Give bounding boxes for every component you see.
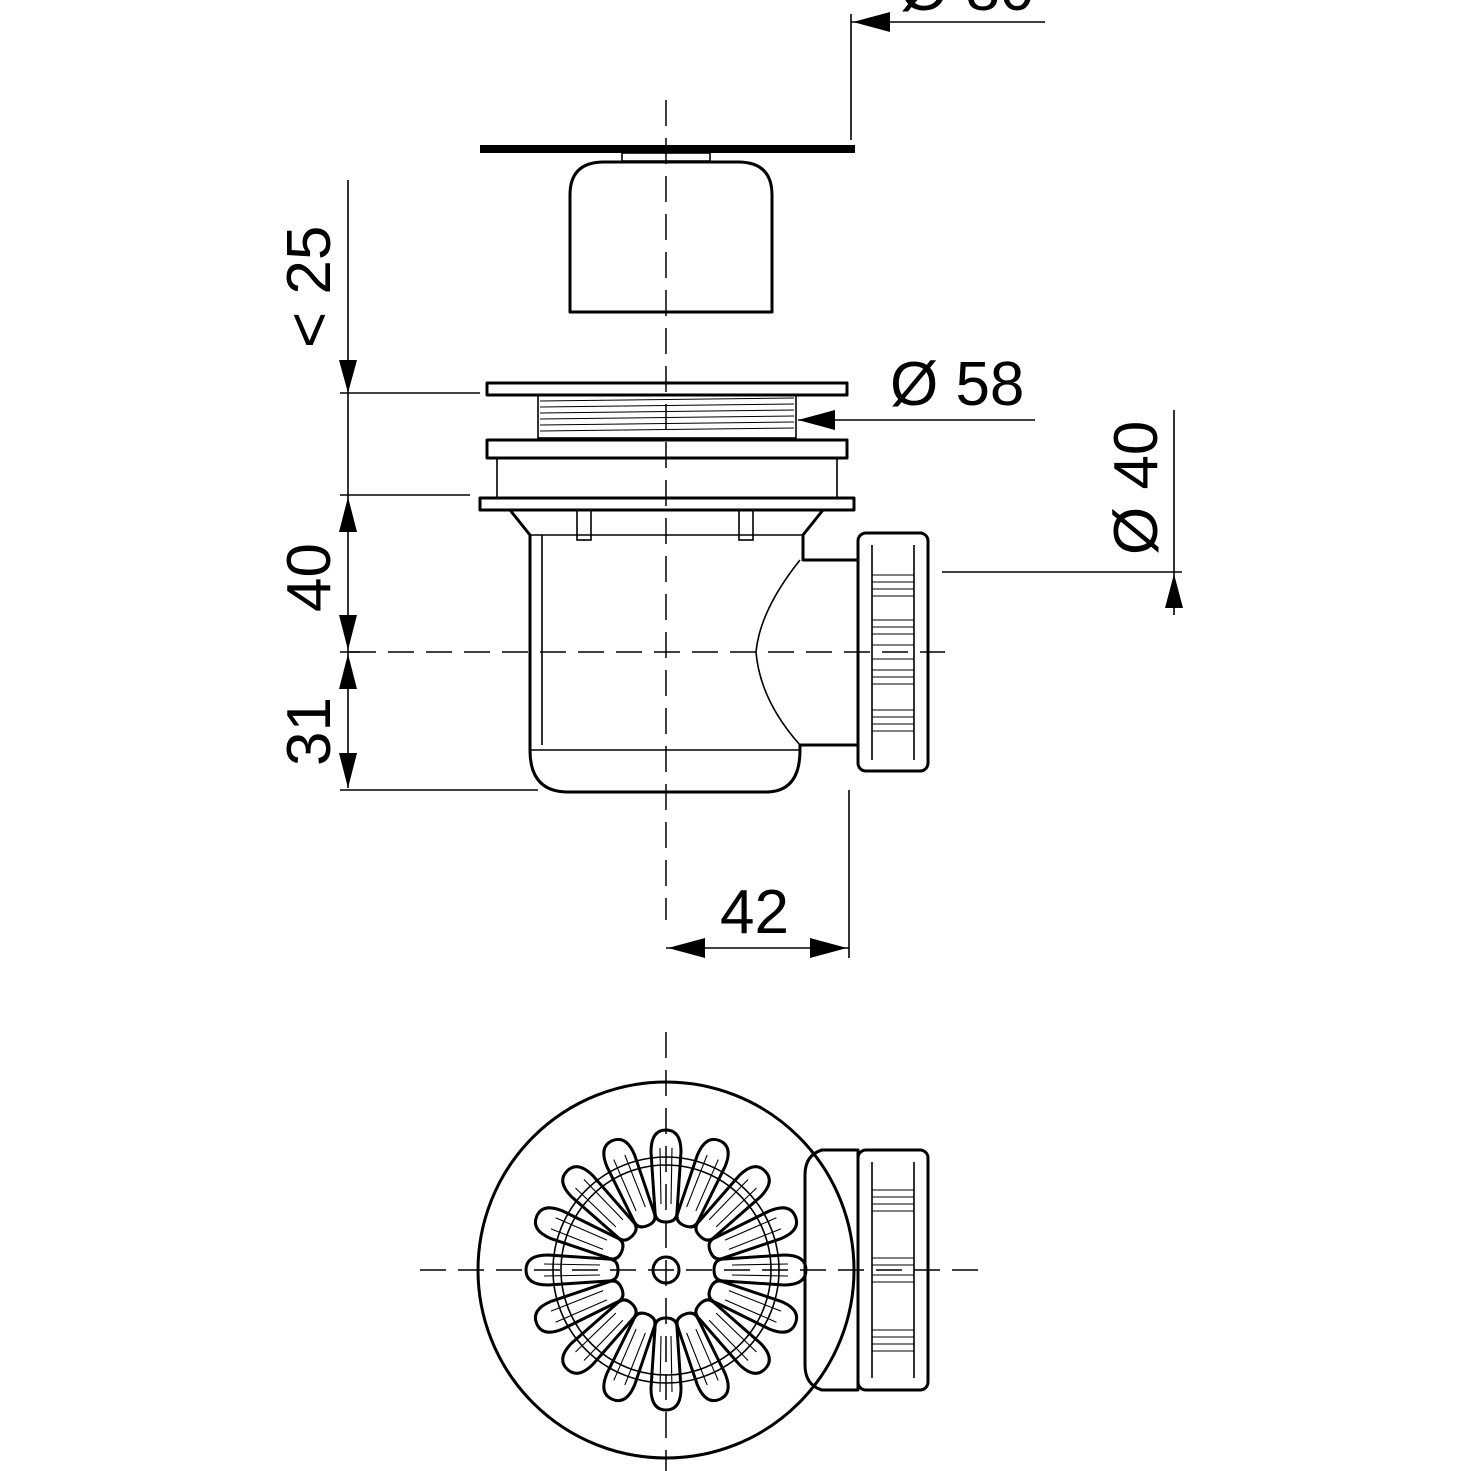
top-diameter-label: Ø 80 [900,0,1034,24]
strainer-slot [561,1298,638,1375]
strainer-slot [675,1311,730,1403]
strainer-slots [524,1128,808,1412]
strainer-outer-ring [552,1156,780,1384]
outer-plate [476,1080,856,1460]
strainer-grid [478,381,856,512]
cover-plate [480,145,855,314]
center-screw [651,1255,681,1285]
dim-body-lower: 31 [275,654,538,791]
top-view [420,1032,980,1471]
dim-max-height: < 25 [275,180,480,788]
body-upper-label: 40 [275,543,344,612]
strainer-slot [524,1253,620,1287]
outlet-nut [856,531,930,773]
dim-grid-diameter: Ø 58 [798,350,1035,430]
strainer-slot [694,1165,771,1242]
strainer-slot [602,1311,657,1403]
strainer-slot [533,1279,625,1334]
strainer-slot [649,1128,683,1224]
outlet-offset-label: 42 [720,878,789,947]
strainer-slot [712,1253,808,1287]
outlet-diameter-label: Ø 40 [1102,421,1171,555]
max-height-label: < 25 [275,226,344,348]
strainer-slot [602,1137,657,1229]
thread-lines [539,397,795,432]
dim-outlet-diameter: Ø 40 [942,410,1183,615]
strainer-slot [533,1206,625,1261]
drain-body [508,508,860,794]
strainer-slot [561,1165,638,1242]
strainer-slot [675,1137,730,1229]
dim-outlet-offset: 42 [666,790,850,958]
strainer-slot [694,1298,771,1375]
dim-top-diameter: Ø 80 [850,0,1045,140]
strainer-inner-ring [560,1164,772,1376]
body-lower-label: 31 [275,697,344,766]
strainer-slot [707,1206,799,1261]
grid-diameter-label: Ø 58 [890,350,1024,419]
strainer-slot [707,1279,799,1334]
dim-body-upper: 40 [275,497,360,653]
strainer-slot [649,1316,683,1412]
side-view: Ø 80 < 25 40 31 Ø 58 [275,0,1183,958]
